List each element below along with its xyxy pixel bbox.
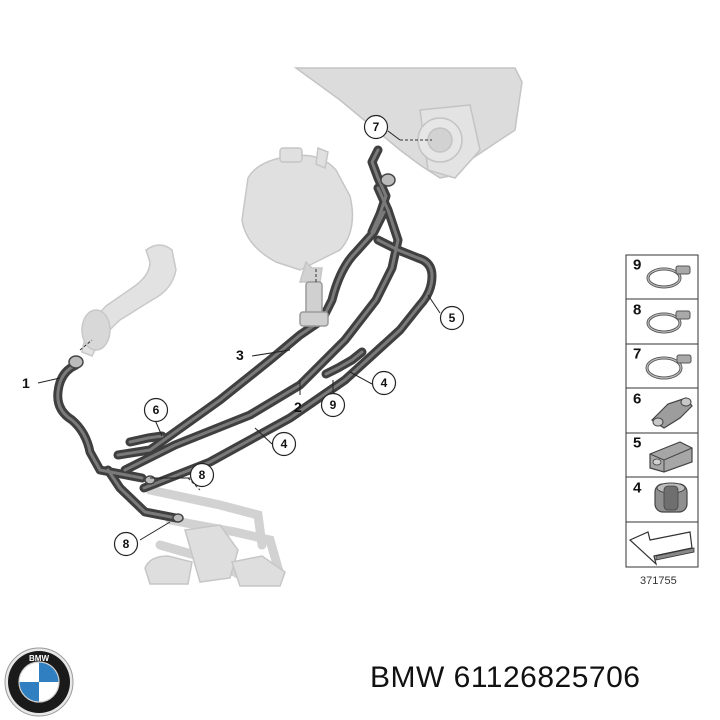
legend-row-8-number: 8 (633, 302, 641, 319)
callout-5[interactable]: 5 (439, 305, 465, 331)
callout-7[interactable]: 7 (363, 114, 389, 140)
legend-row-7-number: 7 (633, 346, 641, 363)
label-2[interactable]: 2 (294, 399, 302, 415)
upper-hose-ghost (81, 244, 177, 357)
legend-row-9[interactable]: 9 (633, 257, 691, 289)
diagram-id: 371755 (640, 575, 677, 587)
legend-row-4-number: 4 (633, 480, 642, 497)
hose-clamp-icon (645, 354, 692, 380)
legend-row-5[interactable]: 5 (633, 435, 693, 473)
expansion-tank-ghost (241, 146, 354, 283)
hose-bracket-icon (651, 397, 693, 429)
logo-letters: BMW (29, 654, 49, 663)
tank-outlet (299, 281, 329, 327)
callout-8-lower[interactable]: 8 (113, 531, 139, 557)
legend-row-9-number: 9 (633, 257, 641, 274)
legend-row-8[interactable]: 8 (633, 302, 691, 334)
callout-6[interactable]: 6 (143, 397, 169, 423)
engine-block-ghost (293, 67, 523, 179)
callout-4-lower[interactable]: 4 (271, 431, 297, 457)
leader-dashes (79, 139, 432, 491)
callout-8-upper-label: 8 (199, 468, 206, 482)
callout-4-upper[interactable]: 4 (371, 370, 397, 396)
legend-row-6[interactable]: 6 (633, 391, 693, 429)
callout-6-label: 6 (153, 403, 160, 417)
legend-row-direction[interactable] (628, 531, 695, 566)
callout-9-label: 9 (330, 398, 337, 412)
leader-lines (37, 130, 441, 541)
legend-row-7[interactable]: 7 (633, 346, 692, 380)
hose-clamp-icon (646, 310, 691, 334)
callout-7-label: 7 (373, 120, 380, 134)
hose-holder-icon (649, 441, 693, 473)
callout-5-label: 5 (449, 311, 456, 325)
direction-arrow-icon (628, 531, 695, 566)
label-3[interactable]: 3 (236, 347, 244, 363)
label-1[interactable]: 1 (22, 375, 30, 391)
part-number-caption: BMW 61126825706 (370, 661, 641, 694)
hose-clamps (68, 173, 396, 523)
legend-row-5-number: 5 (633, 435, 641, 452)
callout-4-upper-label: 4 (381, 376, 388, 390)
hose-clamp-icon (646, 265, 691, 289)
callout-4-lower-label: 4 (281, 437, 288, 451)
foam-sleeve-icon (654, 482, 688, 513)
coolant-hoses (53, 145, 437, 523)
callout-9[interactable]: 9 (320, 392, 346, 418)
lower-bracket-ghost (144, 524, 286, 587)
bmw-roundel-logo: BMW (4, 647, 74, 717)
hose-1 (53, 360, 147, 483)
legend-row-4[interactable]: 4 (633, 480, 688, 513)
legend-row-6-number: 6 (633, 391, 641, 408)
callout-8-lower-label: 8 (123, 537, 130, 551)
callout-8-upper[interactable]: 8 (189, 462, 215, 488)
